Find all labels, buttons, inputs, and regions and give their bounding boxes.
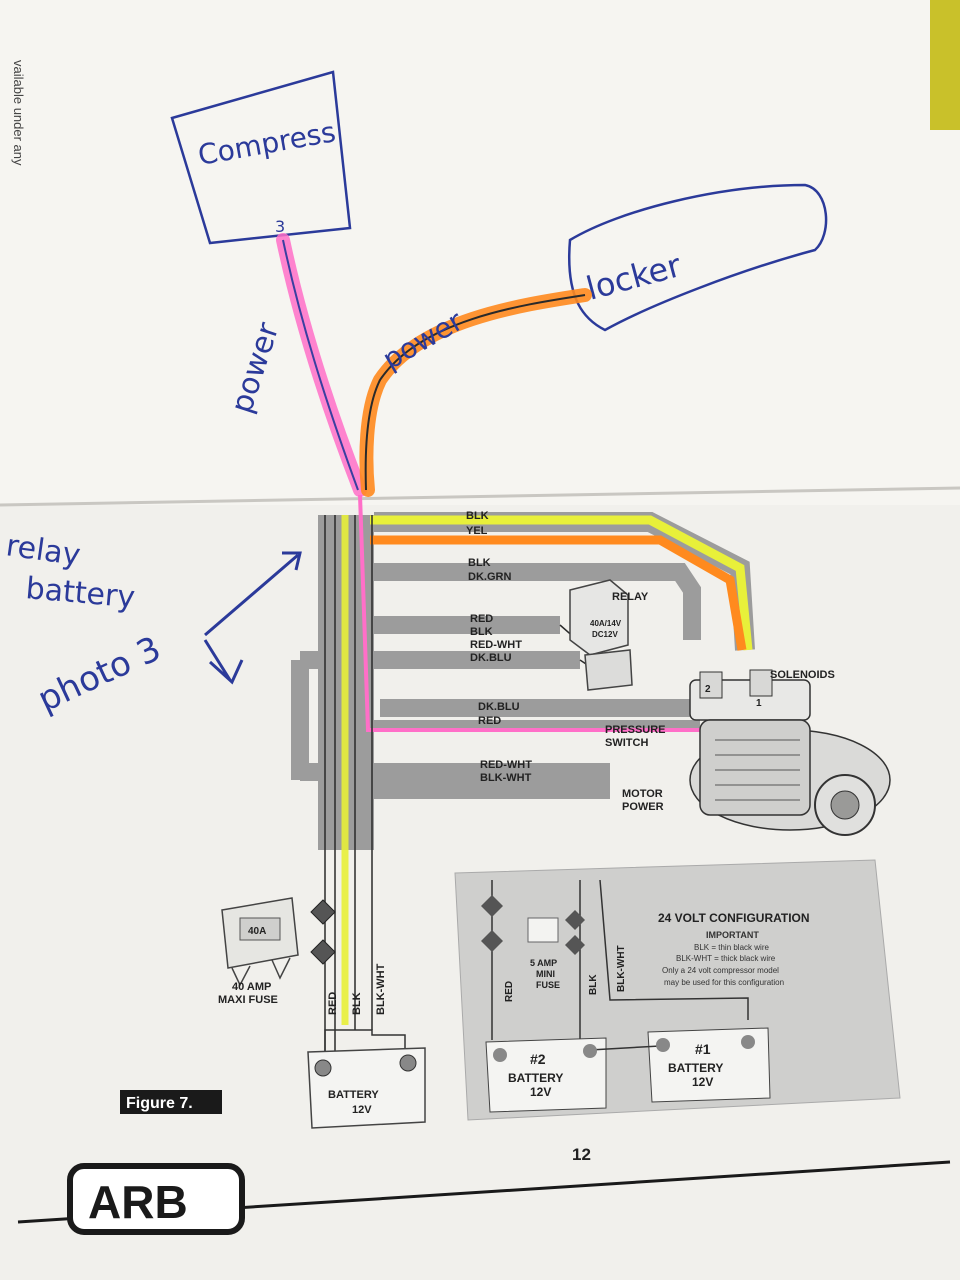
background-edge [930, 0, 960, 130]
wire-label-yel: YEL [466, 525, 488, 537]
fuse-face-label: 40A [248, 926, 266, 937]
maxi-fuse: 40A [221, 897, 299, 987]
battery-1-voltage: 12V [692, 1075, 713, 1089]
wire-label-dk-blu-2: DK.BLU [478, 701, 520, 713]
wire-label-red-2: RED [478, 715, 501, 727]
wire-label-red-v: RED [327, 992, 339, 1015]
wire-label-red-1: RED [470, 613, 493, 625]
orange-power-wire [359, 288, 592, 497]
wire-label-blk-wht-1: BLK-WHT [480, 772, 532, 784]
wire-label-red-wht-1: RED-WHT [470, 639, 522, 651]
arrow-up-icon [204, 551, 302, 637]
config-wire-blk: BLK [588, 974, 599, 995]
orange-highlight [370, 535, 747, 651]
pressure-switch-label-2: SWITCH [605, 737, 648, 749]
config-wire-blk-wht: BLK-WHT [616, 945, 627, 992]
wire-label-blk-v: BLK [351, 992, 363, 1015]
config-wire-red: RED [504, 981, 515, 1002]
config-fuse-2: MINI [536, 969, 555, 979]
yellow-highlight [370, 515, 753, 651]
upper-page [0, 0, 960, 505]
arb-logo [67, 1163, 245, 1235]
fuse-label-1: 40 AMP [232, 981, 271, 993]
arrow-down-icon [203, 639, 244, 685]
relay-label: RELAY [612, 591, 649, 603]
compressor-label: Compress [195, 115, 338, 172]
relay-note: relay [4, 528, 83, 573]
config-note-1: BLK = thin black wire [694, 943, 769, 952]
battery-voltage-label: 12V [352, 1104, 372, 1116]
page-number: 12 [572, 1145, 591, 1164]
photo-note: photo 3 [32, 629, 167, 720]
config-note-3: Only a 24 volt compressor model [662, 966, 779, 975]
solenoid-1-label: 1 [756, 698, 762, 709]
config-important: IMPORTANT [706, 930, 759, 940]
wire-label-blk-1: BLK [466, 510, 489, 522]
compressor-box [170, 70, 352, 245]
config-note-2: BLK-WHT = thick black wire [676, 954, 776, 963]
locker-box [567, 183, 828, 332]
battery-12v [307, 1029, 426, 1129]
relay-rating-1: 40A/14V [590, 619, 622, 628]
orange-wire-ink [364, 294, 586, 491]
wire-label-blk-3: BLK [470, 626, 493, 638]
compressor-illustration: 2 1 [689, 669, 891, 836]
relay: 40A/14V DC12V [569, 579, 633, 691]
battery-2-number: #2 [530, 1051, 546, 1067]
solenoids-label: SOLENOIDS [770, 669, 835, 681]
power-label-2: power [377, 304, 469, 376]
pink-wire-ink [282, 239, 359, 491]
pink-highlight [358, 494, 700, 732]
battery-1-number: #1 [695, 1041, 711, 1057]
config-note-4: may be used for this configuration [664, 978, 784, 987]
pressure-switch-label-1: PRESSURE [605, 724, 666, 736]
relay-rating-2: DC12V [592, 630, 618, 639]
battery-note: battery [24, 571, 136, 615]
config-title: 24 VOLT CONFIGURATION [658, 911, 810, 925]
motor-power-label-2: POWER [622, 801, 664, 813]
wire-label-blk-wht-v: BLK-WHT [375, 963, 387, 1015]
wire-label-red-wht-2: RED-WHT [480, 759, 532, 771]
config-24v-panel [454, 859, 901, 1121]
fuse-label-2: MAXI FUSE [218, 994, 278, 1006]
thin-wires [324, 515, 611, 1060]
motor-power-label-1: MOTOR [622, 788, 663, 800]
config-fuse-3: FUSE [536, 980, 560, 990]
power-label-1: power [224, 318, 286, 418]
arb-logo-text: ARB [88, 1176, 188, 1228]
wire-label-blk-2: BLK [468, 557, 491, 569]
wire-label-dk-grn: DK.GRN [468, 571, 511, 583]
figure-caption: Figure 7. [126, 1095, 193, 1112]
page-fold [0, 486, 960, 507]
figure-caption-box [120, 1090, 222, 1114]
battery-1-label: BATTERY [668, 1061, 723, 1075]
battery-2-label: BATTERY [508, 1071, 563, 1085]
battery-2-voltage: 12V [530, 1085, 551, 1099]
solenoid-2-label: 2 [705, 684, 711, 695]
config-fuse-1: 5 AMP [530, 958, 557, 968]
battery-label: BATTERY [328, 1089, 379, 1101]
pink-power-wire [276, 233, 367, 497]
fuse-holder-icon [310, 899, 336, 965]
margin-text: vailable under any [11, 60, 26, 166]
wire-label-dk-blu-1: DK.BLU [470, 652, 512, 664]
terminal-label: 3 [275, 217, 285, 236]
